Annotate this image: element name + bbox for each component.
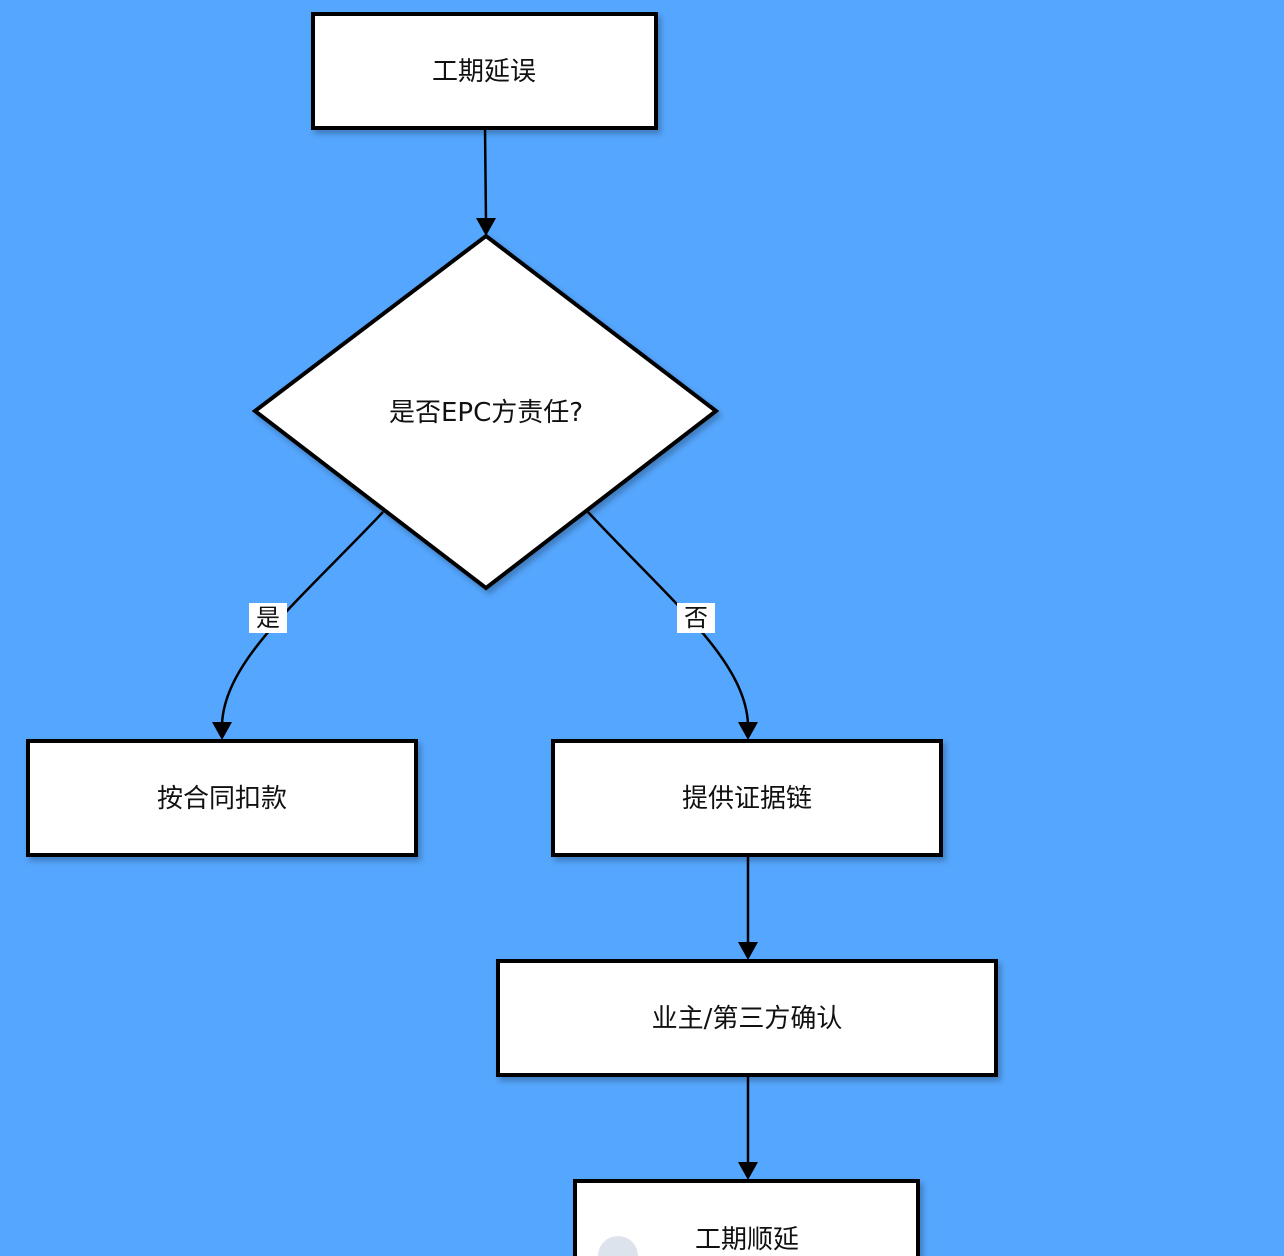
node-decision-label: 是否EPC方责任? [389, 398, 583, 428]
arrowhead-deduct [212, 722, 232, 740]
arrowhead-evidence [738, 722, 758, 740]
node-evidence-label: 提供证据链 [682, 784, 812, 814]
edge-decision-to-deduct [220, 511, 384, 725]
node-deduct-label: 按合同扣款 [157, 784, 287, 814]
node-deduct: 按合同扣款 [26, 739, 418, 857]
arrowhead-extend [738, 1162, 758, 1180]
edge-start-to-decision [483, 127, 488, 223]
arrowhead-decision [476, 218, 496, 236]
edge-label-no: 否 [677, 603, 715, 633]
node-start: 工期延误 [311, 12, 658, 130]
node-extend: 工期顺延 [573, 1179, 920, 1256]
node-decision: 是否EPC方责任? [251, 233, 720, 591]
edge-label-yes-text: 是 [256, 604, 280, 632]
edge-decision-to-evidence [587, 511, 750, 725]
node-start-label: 工期延误 [432, 57, 536, 87]
node-confirm-label: 业主/第三方确认 [652, 1004, 843, 1034]
node-confirm: 业主/第三方确认 [496, 959, 998, 1077]
edge-label-yes: 是 [249, 603, 287, 633]
watermark [598, 1236, 638, 1256]
node-evidence: 提供证据链 [551, 739, 943, 857]
edge-label-no-text: 否 [684, 604, 708, 632]
arrowhead-confirm [738, 942, 758, 960]
node-extend-label: 工期顺延 [695, 1225, 799, 1255]
